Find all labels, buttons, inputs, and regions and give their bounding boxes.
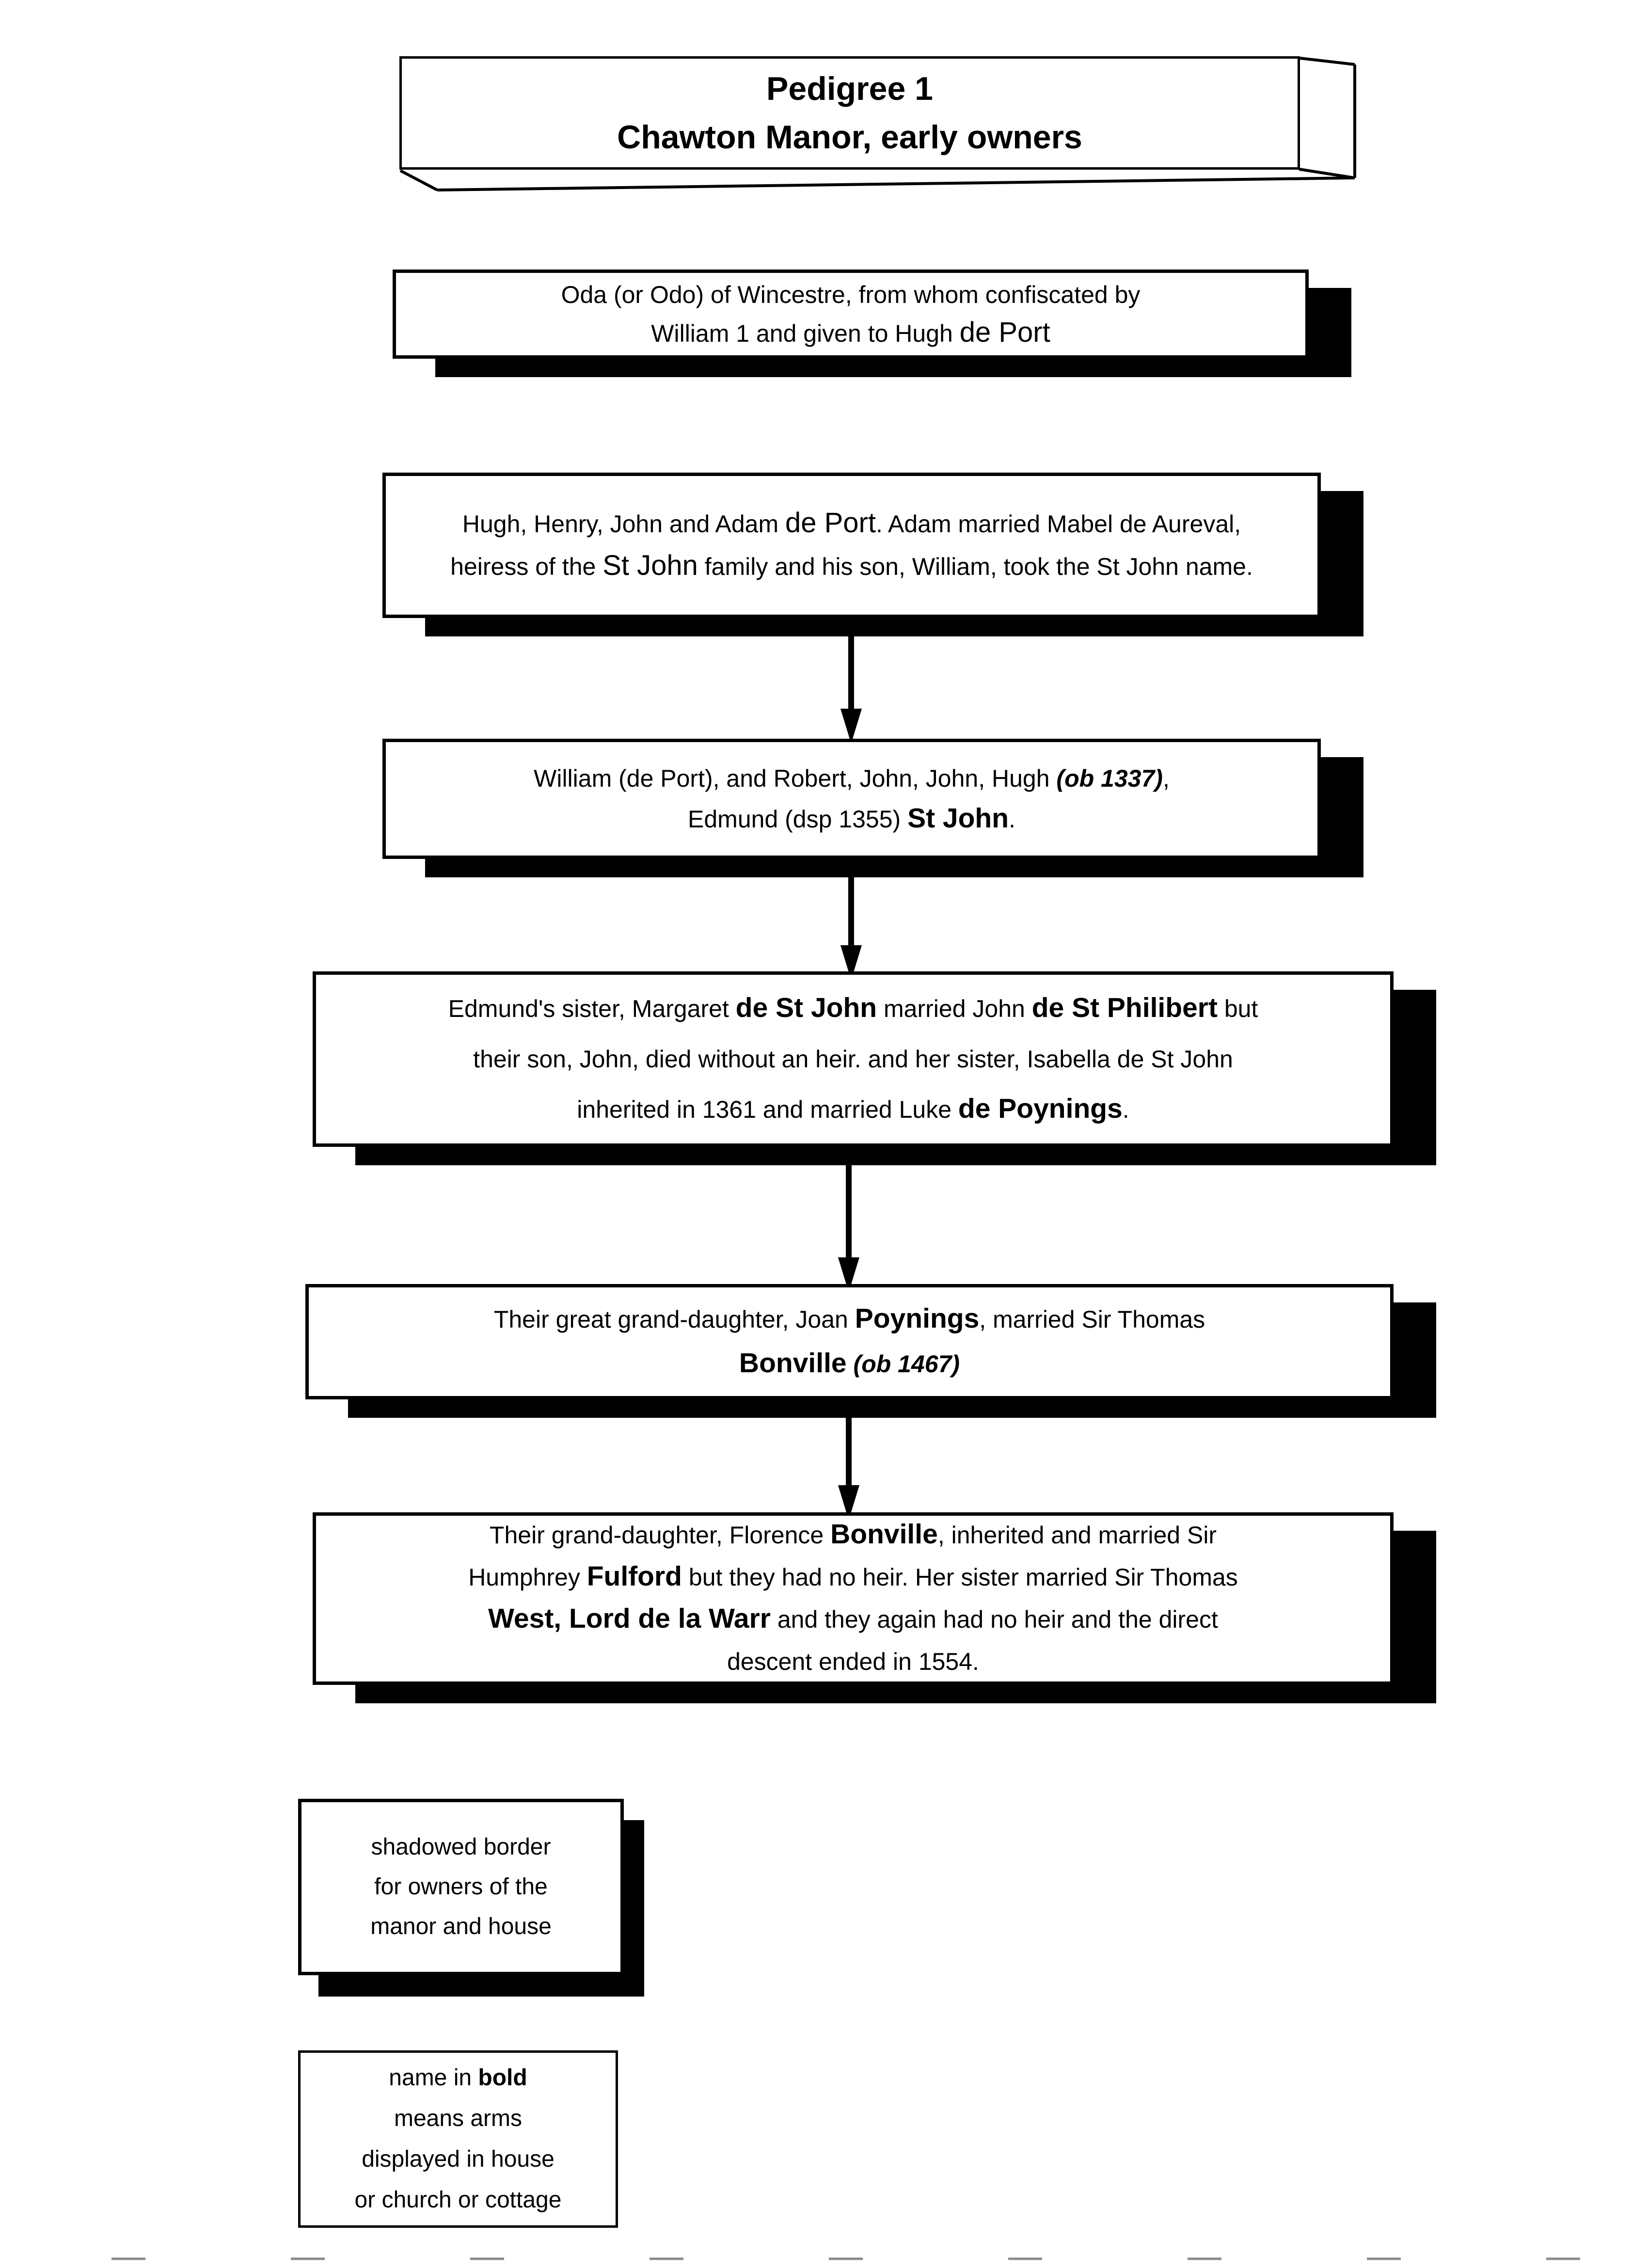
text-segment: , [1162, 765, 1170, 792]
arrow-william-to-edmund [840, 875, 862, 980]
text-segment: for owners of the [374, 1874, 548, 1900]
title-box: Pedigree 1 Chawton Manor, early owners [399, 56, 1300, 170]
text-segment: Edmund's sister, Margaret [448, 995, 736, 1022]
text-segment: (ob 1337) [1056, 765, 1163, 792]
title-line-2: Chawton Manor, early owners [617, 119, 1082, 156]
text-segment: Bonville [830, 1519, 938, 1550]
text-segment: West, Lord de la Warr [488, 1603, 771, 1634]
arrow-hugh-to-william [840, 628, 862, 744]
pedigree-box-florence-bonville: Their grand-daughter, Florence Bonville,… [313, 1512, 1394, 1685]
legend-shadowed-border: shadowed border for owners of the manor an… [298, 1799, 624, 1975]
text-line: name in bold [389, 2058, 527, 2098]
text-line: means arms [394, 2098, 522, 2139]
text-segment: heiress of the [450, 553, 603, 580]
text-segment: but they had no heir. Her sister married… [682, 1564, 1238, 1591]
text-line: descent ended in 1554. [727, 1641, 979, 1683]
text-line: West, Lord de la Warr and they again had… [488, 1599, 1218, 1641]
text-line: heiress of the St John family and his so… [450, 545, 1253, 588]
text-segment: . Adam married Mabel de Aureval, [875, 510, 1241, 538]
text-segment: William 1 and given to Hugh [651, 320, 960, 347]
text-segment: de Port [785, 507, 876, 539]
text-line: William 1 and given to Hugh de Port [651, 314, 1050, 353]
text-segment: St John [907, 803, 1009, 834]
text-line: Humphrey Fulford but they had no heir. H… [468, 1556, 1238, 1599]
text-segment [847, 1350, 854, 1378]
text-segment: means arms [394, 2106, 523, 2131]
pedigree-box-de-port-brothers: Hugh, Henry, John and Adam de Port. Adam… [382, 473, 1321, 618]
text-line: Edmund's sister, Margaret de St John mar… [448, 983, 1258, 1034]
text-line: Their grand-daughter, Florence Bonville,… [490, 1514, 1217, 1556]
text-segment: William (de Port), and Robert, John, Joh… [534, 765, 1057, 792]
text-segment: married John [877, 995, 1032, 1022]
text-segment: . [1122, 1096, 1129, 1123]
text-segment: de St Philibert [1031, 992, 1218, 1023]
text-line: Oda (or Odo) of Wincestre, from whom con… [561, 275, 1141, 314]
text-line: Edmund (dsp 1355) St John. [688, 799, 1015, 840]
text-segment: Fulford [586, 1561, 682, 1592]
pedigree-box-oda-of-wincestre: Oda (or Odo) of Wincestre, from whom con… [393, 270, 1309, 359]
text-segment: Humphrey [468, 1564, 587, 1591]
text-segment: St John [602, 550, 698, 581]
text-segment: displayed in house [362, 2146, 555, 2172]
text-line: Hugh, Henry, John and Adam de Port. Adam… [462, 503, 1241, 545]
text-segment: Poynings [855, 1303, 980, 1334]
text-segment: (ob 1467) [853, 1350, 960, 1378]
text-segment: shadowed border [371, 1834, 551, 1860]
text-line: William (de Port), and Robert, John, Joh… [534, 758, 1170, 799]
pedigree-box-william-st-john: William (de Port), and Robert, John, Joh… [382, 739, 1321, 859]
text-segment: and they again had no heir and the direc… [770, 1606, 1218, 1633]
text-segment: descent ended in 1554. [727, 1648, 979, 1675]
pedigree-box-joan-poynings: Their great grand-daughter, Joan Poyning… [305, 1284, 1394, 1399]
text-segment: manor and house [370, 1914, 552, 1939]
text-line: displayed in house [362, 2139, 555, 2180]
legend-name-in-bold: name in bold means arms displayed in house… [298, 2050, 618, 2228]
text-segment: de St John [735, 992, 877, 1023]
text-line: Bonville (ob 1467) [739, 1342, 960, 1386]
title-line-1: Pedigree 1 [766, 70, 933, 107]
text-segment: family and his son, William, took the St… [697, 553, 1253, 580]
text-segment: , married Sir Thomas [979, 1306, 1205, 1333]
arrow-edmund-to-joan [838, 1163, 859, 1292]
text-segment: Bonville [739, 1348, 847, 1379]
text-line: Their great grand-daughter, Joan Poyning… [494, 1297, 1205, 1342]
text-line: inherited in 1361 and married Luke de Po… [577, 1084, 1129, 1135]
text-segment: their son, John, died without an heir. a… [473, 1046, 1233, 1073]
text-segment: Hugh, Henry, John and Adam [462, 510, 785, 538]
text-line: manor and house [370, 1907, 552, 1947]
pedigree-box-edmunds-sisters: Edmund's sister, Margaret de St John mar… [313, 971, 1394, 1147]
text-segment: de Poynings [958, 1093, 1123, 1124]
text-segment: de Port [959, 317, 1050, 348]
text-segment: name in [389, 2065, 478, 2091]
text-segment: bold [478, 2065, 527, 2091]
text-segment: but [1217, 995, 1258, 1022]
text-segment: Edmund (dsp 1355) [688, 806, 908, 833]
text-segment: Their grand-daughter, Florence [489, 1522, 831, 1549]
text-segment: . [1009, 806, 1015, 833]
text-segment: , inherited and married Sir [937, 1522, 1217, 1549]
text-segment: Their great grand-daughter, Joan [493, 1306, 855, 1333]
text-segment: Oda (or Odo) of Wincestre, from whom con… [561, 281, 1141, 308]
text-segment: or church or cottage [354, 2187, 562, 2213]
text-line: shadowed border [371, 1827, 551, 1867]
text-line: or church or cottage [355, 2180, 562, 2220]
text-line: their son, John, died without an heir. a… [473, 1034, 1233, 1084]
arrow-joan-to-florence [838, 1415, 859, 1520]
text-line: for owners of the [374, 1867, 548, 1907]
text-segment: inherited in 1361 and married Luke [577, 1096, 958, 1123]
